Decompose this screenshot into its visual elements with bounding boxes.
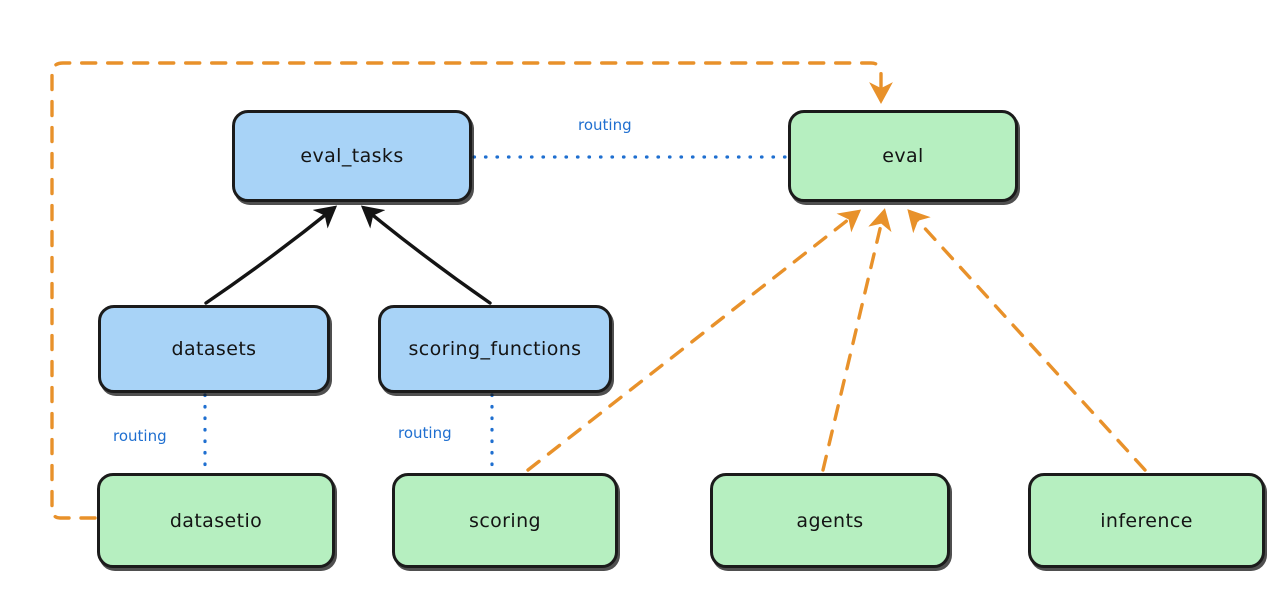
node-label: scoring — [469, 509, 541, 532]
edge-agents-to-eval — [821, 208, 892, 472]
node-agents[interactable]: agents — [710, 473, 950, 568]
edge-label-routing-datasetio: routing — [113, 427, 167, 445]
edge-label-routing-eval: routing — [578, 116, 632, 134]
node-label: eval — [882, 145, 924, 167]
edge-scoring-to-eval — [526, 209, 862, 472]
edge-inference-to-eval — [907, 209, 1147, 472]
node-scoring[interactable]: scoring — [392, 473, 618, 568]
node-label: scoring_functions — [408, 338, 582, 360]
node-datasets[interactable]: datasets — [98, 305, 330, 393]
node-inference[interactable]: inference — [1028, 473, 1265, 568]
edge-datasetio-to-eval — [50, 61, 893, 520]
node-label: agents — [796, 509, 864, 532]
node-eval[interactable]: eval — [788, 110, 1018, 202]
edge-datasets-to-eval-tasks — [204, 205, 338, 305]
node-label: inference — [1100, 509, 1193, 532]
node-eval-tasks[interactable]: eval_tasks — [232, 110, 472, 202]
edge-label-routing-scoring: routing — [398, 424, 452, 442]
node-label: eval_tasks — [300, 145, 404, 167]
node-label: datasetio — [169, 509, 263, 532]
node-scoring-functions[interactable]: scoring_functions — [378, 305, 612, 393]
node-datasetio[interactable]: datasetio — [97, 473, 335, 568]
node-label: datasets — [171, 338, 257, 360]
edge-scoring-functions-to-eval-tasks — [360, 205, 492, 305]
